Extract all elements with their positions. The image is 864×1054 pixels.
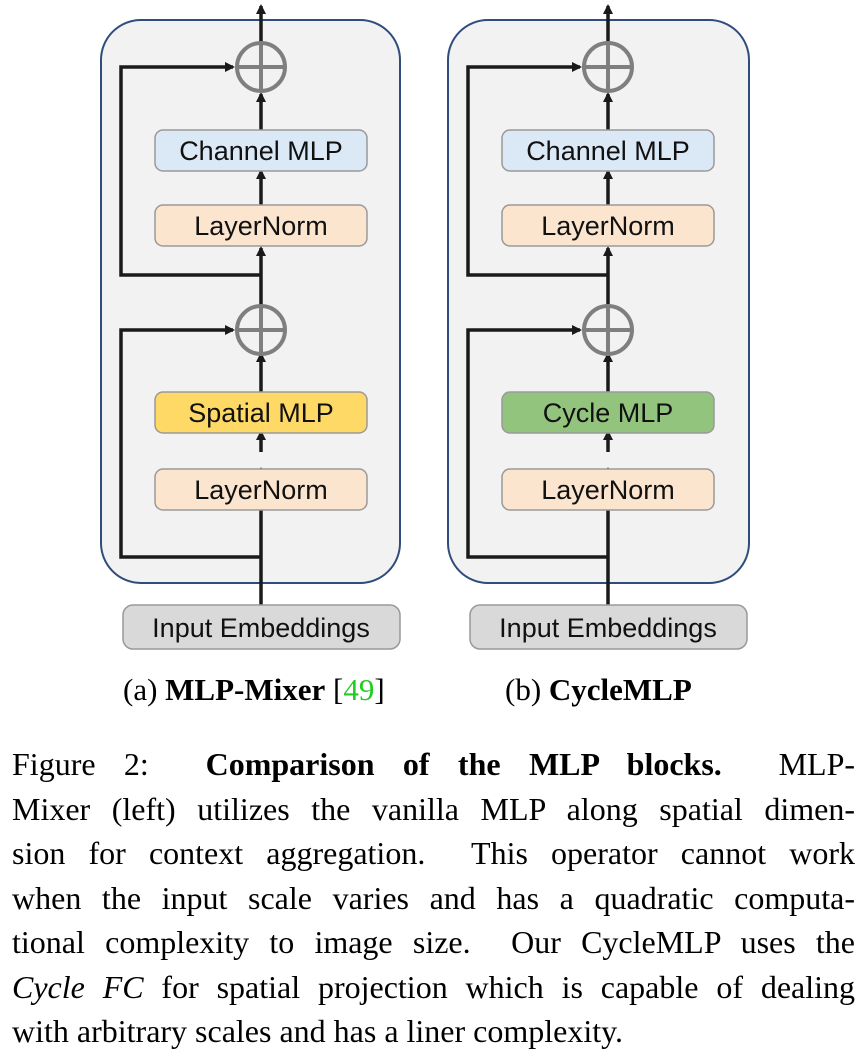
- cycle-mlp-label: Cycle MLP: [543, 398, 674, 428]
- caption-italic-term: Cycle FC: [12, 968, 144, 1005]
- cycle-mlp-box: [501, 391, 715, 434]
- sublabel-name: CycleMLP: [548, 672, 692, 707]
- subfigure-label-a: (a) MLP-Mixer [49]: [123, 672, 385, 708]
- caption-line: sion for context aggregation. This opera…: [12, 835, 855, 871]
- input-embeddings-label: Input Embeddings: [499, 613, 717, 643]
- layernorm-box: [154, 468, 368, 511]
- input-embeddings-box: [469, 604, 748, 650]
- figure-label: Figure 2:: [12, 746, 149, 782]
- channel-mlp-label: Channel MLP: [526, 136, 690, 166]
- caption-line: Figure 2: Comparison of the MLP blocks. …: [12, 742, 855, 787]
- layernorm-box: [154, 204, 368, 247]
- figure-caption: Figure 2: Comparison of the MLP blocks. …: [12, 742, 855, 1054]
- layernorm-label: LayerNorm: [541, 475, 675, 505]
- caption-text: for spatial projection which is capable …: [143, 968, 855, 1005]
- layernorm-label: LayerNorm: [541, 211, 675, 241]
- caption-text: MLP-: [778, 746, 856, 782]
- add-node: [582, 304, 634, 356]
- panel-cyclemlp: Channel MLP LayerNorm Cycle MLP LayerNor…: [447, 4, 750, 650]
- channel-mlp-box: [154, 129, 368, 172]
- mlp-block-diagram: Channel MLP LayerNorm Spatial MLP LayerN…: [100, 4, 750, 650]
- panel-mlp-mixer: Channel MLP LayerNorm Spatial MLP LayerN…: [100, 4, 401, 650]
- add-node: [235, 41, 287, 93]
- add-node: [582, 41, 634, 93]
- layernorm-label: LayerNorm: [194, 475, 328, 505]
- sublabel-ref-close: ]: [374, 672, 385, 707]
- layernorm-box: [501, 204, 715, 247]
- caption-line: tional complexity to image size. Our Cyc…: [12, 924, 855, 960]
- spatial-mlp-box: [154, 391, 368, 434]
- layernorm-box: [501, 468, 715, 511]
- input-embeddings-box: [122, 604, 401, 650]
- channel-mlp-label: Channel MLP: [179, 136, 343, 166]
- sublabel-prefix: (a): [123, 672, 166, 707]
- input-embeddings-label: Input Embeddings: [152, 613, 370, 643]
- citation-link[interactable]: 49: [343, 672, 375, 707]
- layernorm-label: LayerNorm: [194, 211, 328, 241]
- add-node: [235, 304, 287, 356]
- caption-line: when the input scale varies and has a qu…: [12, 879, 855, 916]
- caption-line: Cycle FC for spatial projection which is…: [12, 965, 855, 1010]
- caption-title: Comparison of the MLP blocks.: [205, 746, 722, 782]
- subfigure-label-b: (b) CycleMLP: [505, 672, 692, 708]
- channel-mlp-box: [501, 129, 715, 172]
- sublabel-ref-open: [: [325, 672, 344, 707]
- sublabel-prefix: (b): [505, 672, 549, 707]
- spatial-mlp-label: Spatial MLP: [188, 398, 334, 428]
- caption-line: with arbitrary scales and has a liner co…: [12, 1013, 624, 1049]
- sublabel-name: MLP-Mixer: [165, 672, 326, 707]
- caption-line: Mixer (left) utilizes the vanilla MLP al…: [12, 790, 855, 827]
